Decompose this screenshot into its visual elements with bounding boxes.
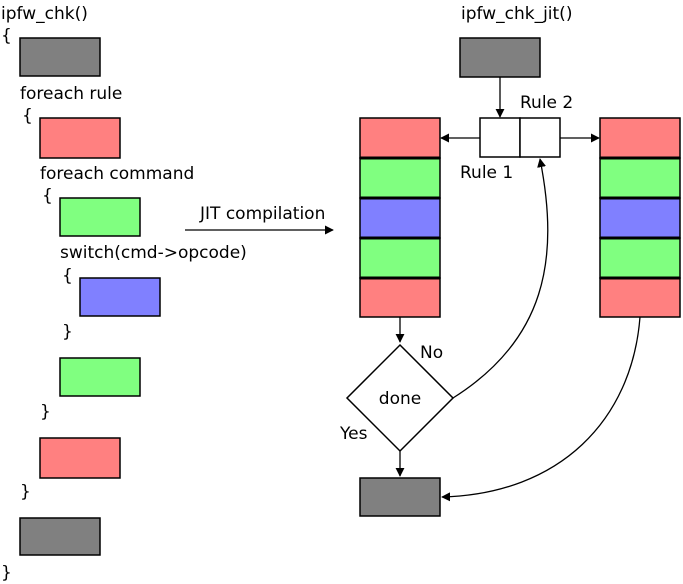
- compiled-rule-1: [359, 117, 441, 318]
- compiled-rule-2-block-1: [599, 117, 681, 159]
- ipfw-chk-jit-title: ipfw_chk_jit(): [461, 4, 572, 24]
- command-epilogue-block: [59, 357, 141, 397]
- switch-open-brace: {: [62, 266, 73, 286]
- epilogue-block: [19, 517, 101, 556]
- prologue-block: [19, 37, 101, 77]
- rule-prologue-block: [39, 117, 121, 159]
- compiled-rule-2: [599, 117, 681, 318]
- function-close-brace: }: [1, 563, 12, 583]
- rule-2-slot: [519, 117, 561, 158]
- ipfw-chk-code: ipfw_chk() { foreach rule { foreach comm…: [1, 4, 247, 583]
- rule-1-slot: [479, 117, 521, 158]
- compiled-rule-1-block-4: [359, 237, 441, 279]
- switch-statement-label: switch(cmd->opcode): [60, 243, 247, 263]
- compiled-rule-2-block-4: [599, 237, 681, 279]
- jit-compilation-label: JIT compilation: [199, 204, 325, 224]
- no-label: No: [420, 343, 443, 363]
- no-loop-arrow: [452, 158, 549, 399]
- compiled-rule-1-block-5: [359, 277, 441, 318]
- command-prologue-block: [59, 197, 141, 237]
- compiled-rule-2-block-2: [599, 157, 681, 199]
- compiled-rule-1-block-3: [359, 197, 441, 239]
- rule-epilogue-block: [39, 437, 121, 479]
- function-open-brace: {: [1, 26, 12, 46]
- ipfw-chk-title: ipfw_chk(): [1, 4, 88, 24]
- rule-2-label: Rule 2: [520, 93, 573, 113]
- rule-loop-open-brace: {: [22, 106, 33, 126]
- jit-entry-block: [459, 37, 541, 78]
- decision-label: done: [379, 389, 421, 409]
- rule-2-to-exit-arrow: [441, 316, 641, 502]
- compiled-rule-2-block-5: [599, 277, 681, 318]
- switch-close-brace: }: [62, 322, 73, 342]
- compiled-rule-2-block-3: [599, 197, 681, 239]
- foreach-command-label: foreach command: [40, 164, 194, 184]
- jit-exit-block: [359, 477, 441, 517]
- yes-label: Yes: [339, 424, 368, 444]
- command-loop-open-brace: {: [42, 186, 53, 206]
- rule-loop-close-brace: }: [20, 482, 31, 502]
- rule-1-label: Rule 1: [460, 163, 513, 183]
- compiled-rule-1-block-2: [359, 157, 441, 199]
- command-loop-close-brace: }: [40, 402, 51, 422]
- opcode-block: [79, 277, 161, 317]
- compiled-rule-1-block-1: [359, 117, 441, 159]
- foreach-rule-label: foreach rule: [20, 84, 122, 104]
